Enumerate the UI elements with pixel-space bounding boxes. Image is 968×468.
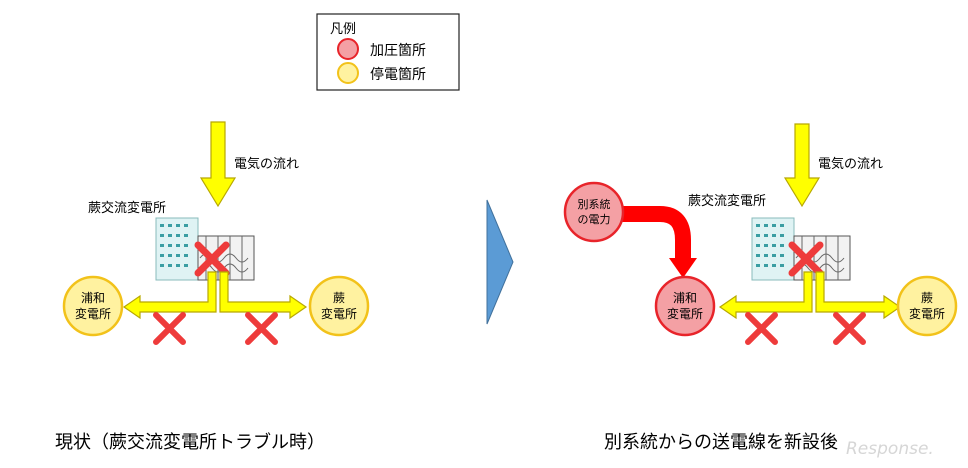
node-urawa-line2: 変電所 xyxy=(75,306,111,321)
new-supply-line xyxy=(622,206,691,262)
node-warabi: 蕨 変電所 xyxy=(896,275,958,337)
node-warabi-line1: 蕨 xyxy=(333,291,345,305)
node-urawa-line2: 変電所 xyxy=(667,306,703,321)
node-warabi-line2: 変電所 xyxy=(909,306,945,321)
legend: 凡例 加圧箇所 停電箇所 xyxy=(316,13,460,91)
legend-pressurized-marker xyxy=(337,38,359,60)
node-other-system: 別系統 の電力 xyxy=(563,181,625,243)
node-warabi-line1: 蕨 xyxy=(921,291,933,305)
substation-fault-cross-icon xyxy=(788,241,824,277)
substation-icon xyxy=(751,217,851,281)
diagram-left: 電気の流れ 蕨交流変電所 xyxy=(55,121,370,453)
substation-fault-cross-icon xyxy=(194,241,230,277)
branch-arrow-right xyxy=(219,271,308,320)
legend-outage-marker xyxy=(337,62,359,84)
new-supply-arrowhead xyxy=(669,258,697,278)
node-urawa: 浦和 変電所 xyxy=(62,275,124,337)
node-other-system-line2: の電力 xyxy=(578,213,611,226)
caption-right: 別系統からの送電線を新設後 xyxy=(604,432,838,453)
node-urawa-line1: 浦和 xyxy=(81,291,105,305)
line-fault-cross-right-icon xyxy=(833,312,866,345)
line-fault-cross-right-icon xyxy=(245,312,278,345)
flow-label: 電気の流れ xyxy=(818,156,883,172)
legend-item-pressurized: 加圧箇所 xyxy=(370,42,426,59)
node-warabi-line2: 変電所 xyxy=(321,306,357,321)
transition-arrow xyxy=(486,199,514,325)
watermark-logo: Response. xyxy=(846,439,934,459)
branch-arrow-left xyxy=(718,271,813,320)
substation-label: 蕨交流変電所 xyxy=(688,193,766,209)
branch-arrow-right xyxy=(815,271,902,320)
branch-arrow-left xyxy=(122,271,217,320)
flow-arrow-down xyxy=(783,123,821,208)
legend-title: 凡例 xyxy=(330,22,356,37)
diagram-right: 電気の流れ 蕨交流変電所 xyxy=(563,123,958,453)
substation-label: 蕨交流変電所 xyxy=(88,200,166,216)
node-urawa-line1: 浦和 xyxy=(673,291,697,305)
line-fault-cross-left-icon xyxy=(745,312,778,345)
node-urawa: 浦和 変電所 xyxy=(654,275,716,337)
flow-label: 電気の流れ xyxy=(234,156,299,172)
node-other-system-line1: 別系統 xyxy=(578,197,611,211)
caption-left: 現状（蕨交流変電所トラブル時） xyxy=(55,431,325,453)
line-fault-cross-left-icon xyxy=(153,312,186,345)
flow-arrow-down xyxy=(199,121,237,208)
legend-item-outage: 停電箇所 xyxy=(370,66,426,83)
node-warabi: 蕨 変電所 xyxy=(308,275,370,337)
